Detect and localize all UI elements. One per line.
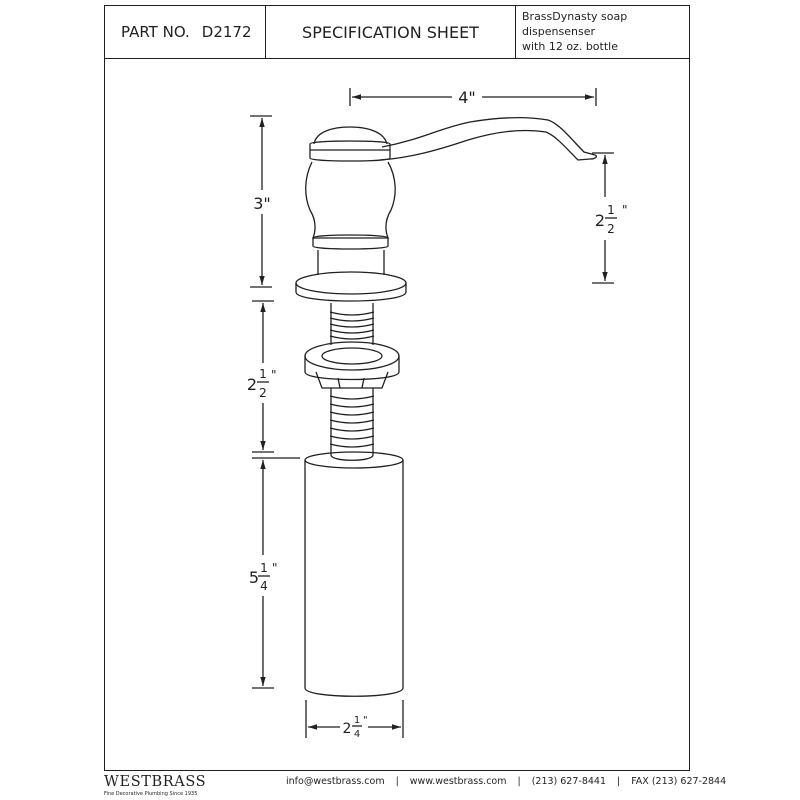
dispenser-pump-head — [305, 116, 597, 275]
bottle-height-inch-mark: " — [272, 561, 278, 575]
dimension-head-height: 3" — [250, 115, 272, 288]
bottle-width-denominator: 4 — [354, 729, 360, 740]
dimension-bottle-width: 2 1 4 " — [305, 700, 404, 740]
westbrass-logo: WESTBRASS — [104, 774, 207, 790]
fax-number: FAX (213) 627-2844 — [631, 776, 727, 787]
bottle-width-numerator: 1 — [354, 715, 360, 726]
spout-drop-denominator: 2 — [607, 222, 615, 236]
description-line-1: BrassDynasty soap dispensenser — [522, 10, 628, 38]
brand-tagline: Fine Decorative Plumbing Since 1935 — [104, 791, 198, 797]
mounting-flange — [295, 271, 407, 302]
bottle-height-numerator: 1 — [260, 561, 268, 575]
spout-drop-inch-mark: " — [622, 203, 628, 217]
bottle-width-whole: 2 — [343, 721, 352, 737]
soap-bottle — [304, 451, 404, 697]
spout-drop-numerator: 1 — [607, 203, 615, 217]
bottle-width-inch-mark: " — [363, 715, 368, 726]
website-link[interactable]: www.westbrass.com — [409, 776, 507, 787]
separator: | — [395, 776, 399, 787]
shank-numerator: 1 — [259, 367, 267, 381]
shank-whole: 2 — [247, 375, 257, 394]
dimension-spout-drop: 2 1 2 " — [592, 152, 628, 284]
threaded-shank — [304, 303, 400, 461]
email-link[interactable]: info@westbrass.com — [286, 776, 385, 787]
separator: | — [617, 776, 621, 787]
separator: | — [517, 776, 521, 787]
bottle-height-denominator: 4 — [260, 579, 268, 593]
contact-info: info@westbrass.com | www.westbrass.com |… — [286, 776, 726, 787]
dimension-width-top: 4" — [349, 88, 597, 107]
footer: WESTBRASS Fine Decorative Plumbing Since… — [104, 774, 726, 800]
shank-denominator: 2 — [259, 386, 267, 400]
spout-drop-whole: 2 — [595, 211, 605, 230]
shank-inch-mark: " — [271, 368, 277, 382]
spec-sheet-frame: PART NO. D2172 SPECIFICATION SHEET Brass… — [104, 5, 690, 771]
dimension-bottle-height: 5 1 4 " — [249, 457, 300, 689]
header-bar: PART NO. D2172 SPECIFICATION SHEET Brass… — [105, 6, 689, 59]
part-number-cell: PART NO. D2172 — [105, 6, 266, 58]
description-line-2: with 12 oz. bottle — [522, 40, 618, 53]
head-height-label: 3" — [253, 194, 271, 213]
phone-number: (213) 627-8441 — [531, 776, 607, 787]
dimension-shank-length: 2 1 2 " — [247, 300, 277, 453]
part-number: D2172 — [201, 23, 252, 41]
sheet-title: SPECIFICATION SHEET — [266, 6, 516, 58]
product-description: BrassDynasty soap dispensenser with 12 o… — [516, 6, 689, 58]
part-label: PART NO. — [121, 23, 190, 41]
width-top-label: 4" — [458, 88, 476, 107]
bottle-height-whole: 5 — [249, 568, 259, 587]
